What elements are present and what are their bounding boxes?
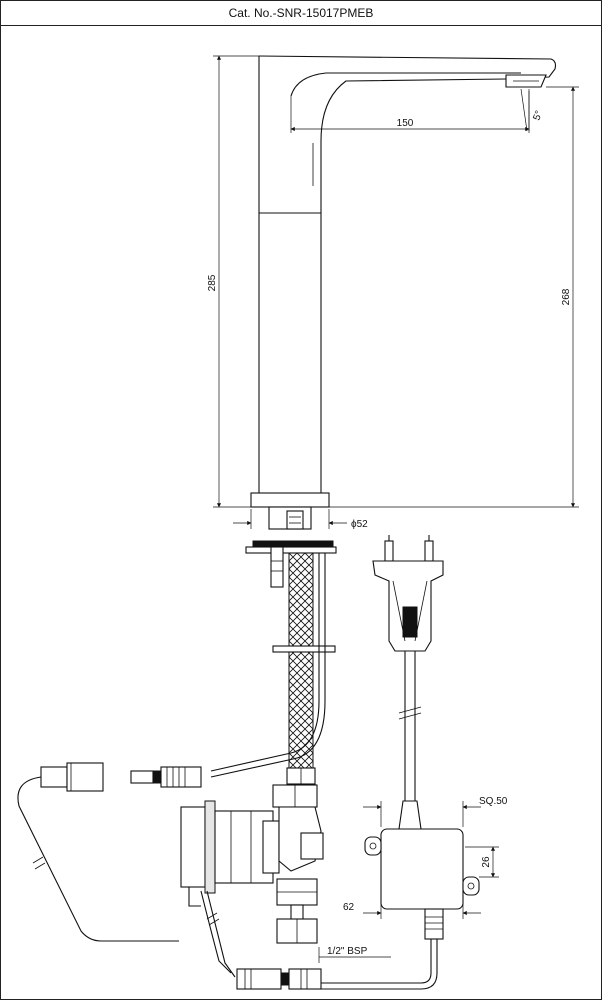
power-plug: [372, 535, 444, 830]
faucet-body: [245, 55, 557, 588]
dimension-lines: [213, 55, 579, 963]
dim-box-size: SQ.50: [479, 796, 508, 807]
braided-hose: [210, 552, 336, 785]
dim-angle: 5°: [531, 109, 545, 122]
solenoid-valve: [180, 784, 324, 978]
catalog-number: Cat. No.-SNR-15017PMEB: [228, 6, 374, 20]
title-bar: Cat. No.-SNR-15017PMEB: [1, 1, 601, 26]
dim-box-height: 26: [481, 856, 492, 868]
sensor-connector: [17, 762, 202, 942]
dim-spout-height: 268: [561, 288, 572, 305]
dim-total-height: 285: [207, 274, 218, 291]
dim-inlet-thread: 1/2" BSP: [327, 946, 368, 957]
dim-base-diameter: ϕ52: [351, 519, 368, 530]
dimension-labels: 150 5° 285 268 ϕ52 SQ.50 26 62 1/2" BSP: [207, 109, 572, 957]
power-box: [321, 828, 480, 990]
dim-spout-reach: 150: [397, 118, 414, 129]
lv-connectors: [236, 968, 322, 990]
dim-box-width: 62: [343, 902, 355, 913]
